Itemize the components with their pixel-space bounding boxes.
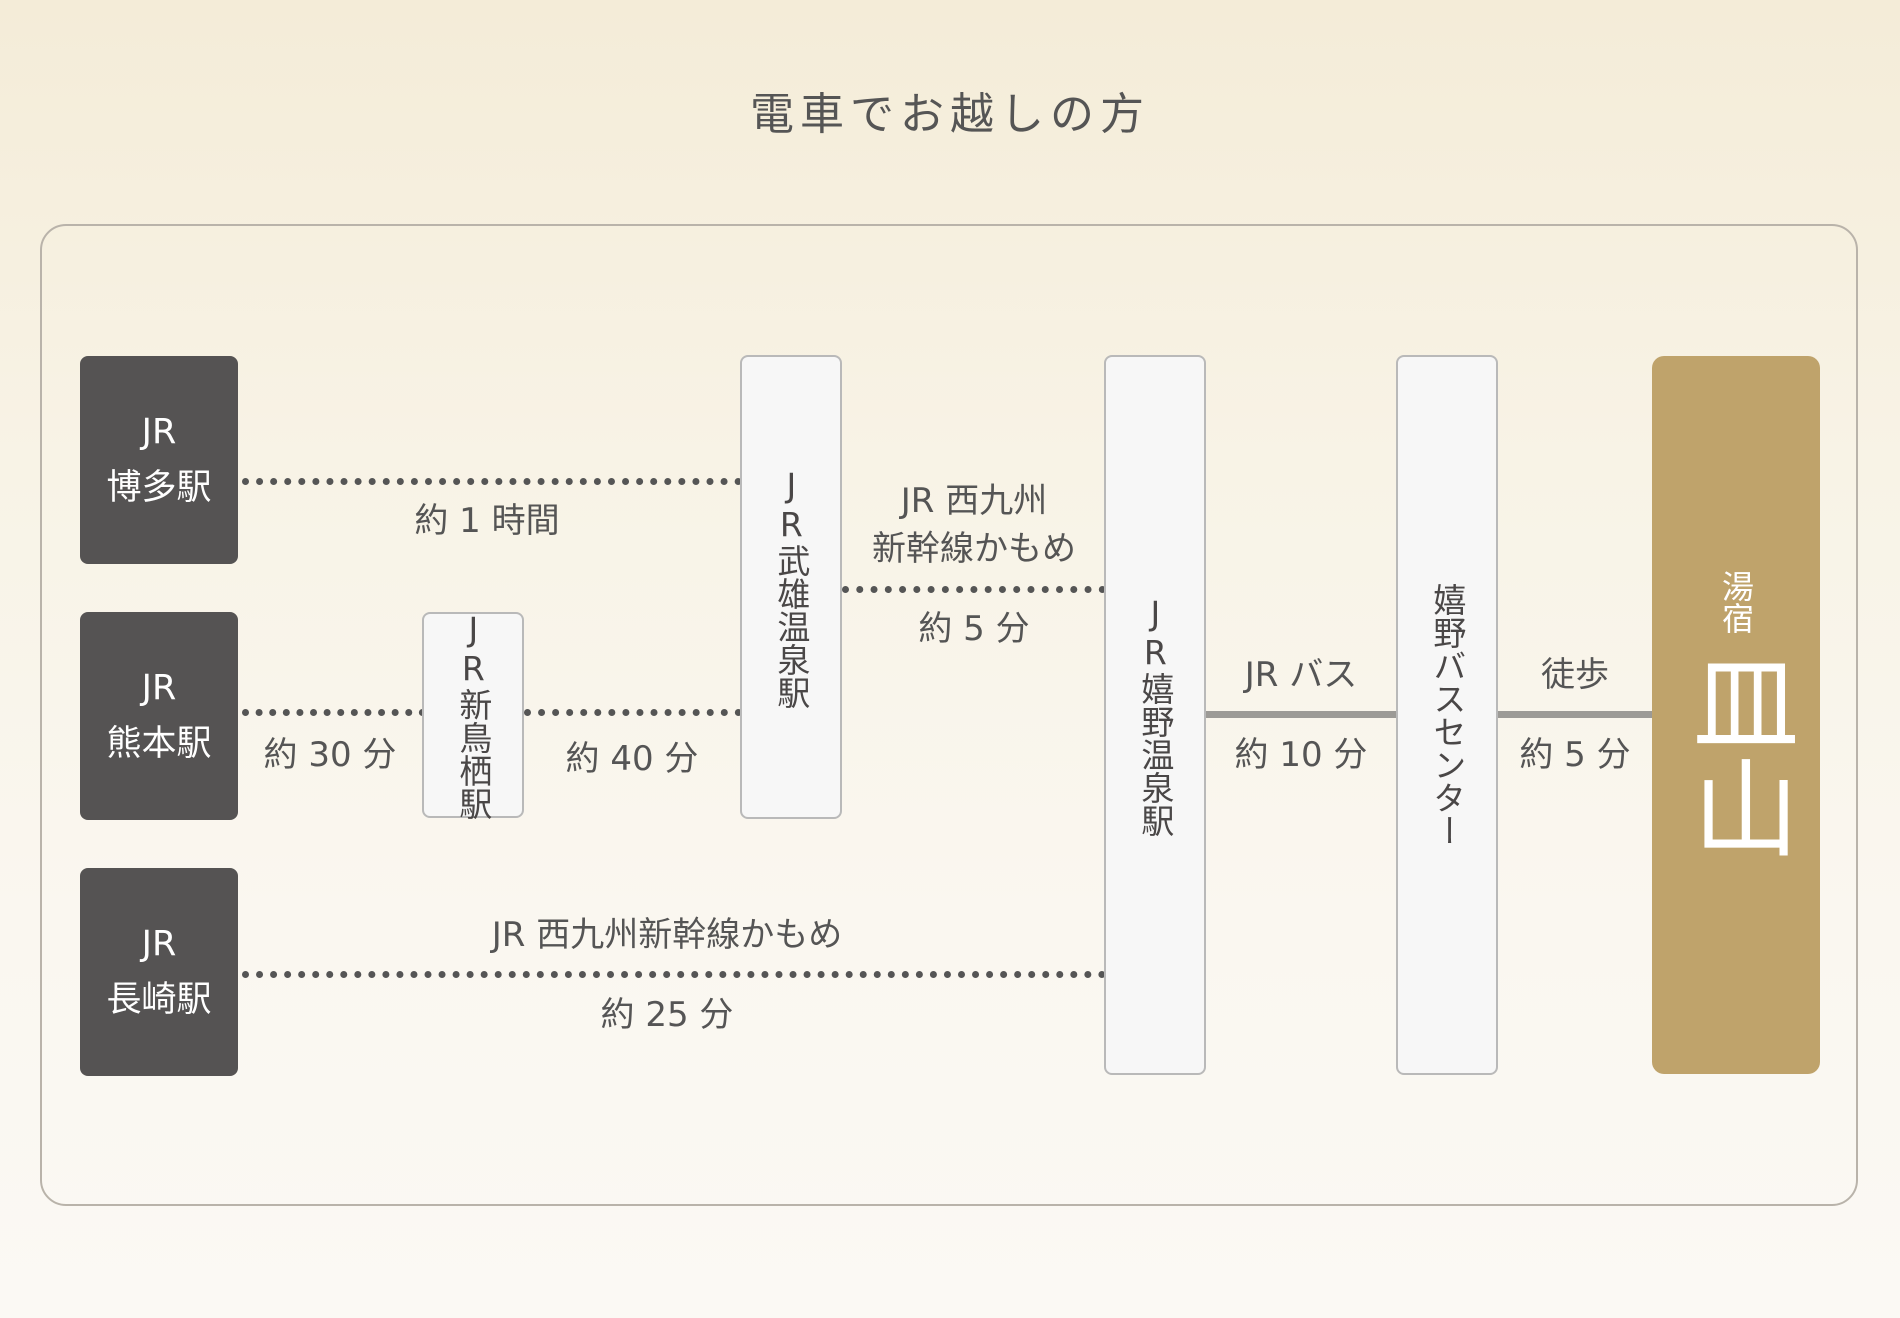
station-shintosu-box: JR新鳥栖駅 [422, 610, 524, 820]
page-title: 電車でお越しの方 [750, 89, 1150, 140]
station-bus-center-box: 嬉野バスセンター [1396, 355, 1498, 1075]
origin-kumamoto-box: JR 熊本駅 [80, 612, 238, 820]
route-bus-destination-mode: 徒歩 [1541, 655, 1609, 695]
route-takeo-ureshino-line2: 新幹線かもめ [872, 529, 1076, 569]
destination-sub-label: 湯宿 [1717, 570, 1755, 634]
route-takeo-ureshino-line [842, 586, 1106, 593]
station-shintosu-label: JR新鳥栖駅 [453, 610, 493, 820]
route-kumamoto-shintosu-time: 約 30 分 [263, 735, 397, 775]
origin-hakata-box: JR 博多駅 [80, 356, 238, 564]
route-ureshino-bus-line-name: JR バス [1244, 655, 1358, 695]
station-bus-center-label: 嬉野バスセンター [1427, 583, 1467, 847]
route-nagasaki-ureshino-line [242, 971, 1106, 978]
route-bus-destination-time: 約 5 分 [1519, 735, 1631, 775]
destination-name: 皿山 [1675, 648, 1798, 860]
route-hakata-takeo-time: 約 1 時間 [414, 501, 560, 541]
route-kumamoto-shintosu-line [242, 709, 426, 716]
route-bus-destination-line [1496, 711, 1656, 718]
origin-nagasaki-station: 長崎駅 [106, 980, 212, 1020]
station-ureshino-label: JR嬉野温泉駅 [1135, 593, 1175, 837]
station-ureshino-box: JR嬉野温泉駅 [1104, 355, 1206, 1075]
route-ureshino-bus-line [1204, 711, 1398, 718]
route-shintosu-takeo-line [524, 709, 742, 716]
origin-kumamoto-station: 熊本駅 [106, 724, 212, 764]
route-nagasaki-ureshino-line-name: JR 西九州新幹線かもめ [491, 915, 843, 955]
origin-nagasaki-box: JR 長崎駅 [80, 868, 238, 1076]
origin-hakata-station: 博多駅 [106, 468, 212, 508]
route-diagram-frame [40, 224, 1858, 1206]
origin-kumamoto-line: JR [141, 668, 177, 708]
route-ureshino-bus-time: 約 10 分 [1234, 735, 1368, 775]
route-nagasaki-ureshino-time: 約 25 分 [600, 995, 734, 1035]
station-takeo-box: JR武雄温泉駅 [740, 355, 842, 819]
origin-nagasaki-line: JR [141, 924, 177, 964]
route-takeo-ureshino-line1: JR 西九州 [900, 481, 1048, 521]
route-takeo-ureshino-time: 約 5 分 [918, 609, 1030, 649]
station-takeo-label: JR武雄温泉駅 [771, 465, 811, 709]
route-shintosu-takeo-time: 約 40 分 [565, 739, 699, 779]
route-hakata-takeo-line [242, 478, 742, 485]
origin-hakata-line: JR [141, 412, 177, 452]
destination-sarayama-box: 湯宿 皿山 [1652, 356, 1820, 1074]
